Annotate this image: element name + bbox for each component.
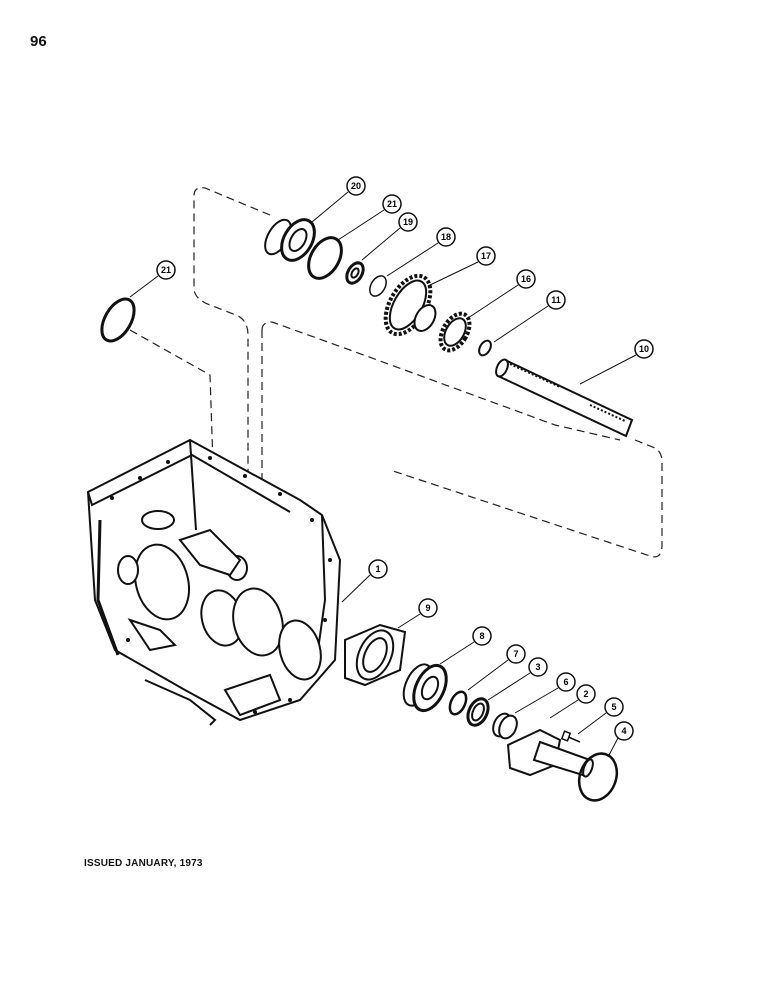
page-number: 96 [30,33,47,50]
bushing-11 [478,339,492,357]
o-ring-4 [577,752,619,802]
svg-text:7: 7 [513,649,518,659]
svg-text:6: 6 [563,677,568,687]
callout-5: 5 [604,697,624,717]
svg-text:18: 18 [441,232,451,242]
callout-6: 6 [556,672,576,692]
bearing-20 [264,218,316,262]
callout-8: 8 [472,626,492,646]
sleeve-6 [492,712,518,740]
callout-leader-lines [129,191,637,758]
callout-bubbles: 20 21 19 18 17 16 [156,176,654,741]
housing-bolt-holes [110,456,332,714]
callout-20: 20 [346,176,366,196]
callout-4: 4 [614,721,634,741]
callout-17: 17 [476,246,496,266]
seal-3 [466,697,490,727]
issue-date: ISSUED JANUARY, 1973 [84,858,203,869]
callout-21-top: 21 [382,194,402,214]
svg-text:8: 8 [479,631,484,641]
shaft-10 [495,358,634,438]
callout-3: 3 [528,657,548,677]
callout-19: 19 [398,212,418,232]
gear-17 [383,273,437,337]
svg-text:11: 11 [551,295,561,305]
svg-text:21: 21 [387,199,397,209]
callout-9: 9 [418,598,438,618]
svg-text:5: 5 [611,702,616,712]
svg-text:17: 17 [481,251,491,261]
svg-text:9: 9 [425,603,430,613]
callout-11: 11 [546,290,566,310]
svg-text:20: 20 [351,181,361,191]
snap-ring-7 [448,690,468,716]
svg-text:1: 1 [375,564,380,574]
callout-7: 7 [506,644,526,664]
svg-text:16: 16 [521,274,531,284]
svg-text:10: 10 [639,344,649,354]
callout-1: 1 [368,559,388,579]
snap-ring-top [307,236,343,280]
gear-16 [438,311,472,353]
transmission-housing [86,438,342,726]
svg-text:21: 21 [161,265,171,275]
output-flange-2 [506,728,594,778]
svg-text:3: 3 [535,662,540,672]
svg-text:19: 19 [403,217,413,227]
callout-21-left: 21 [156,260,176,280]
retainer-9 [344,623,407,687]
svg-text:2: 2 [583,689,588,699]
snap-ring-left [100,297,136,343]
callout-16: 16 [516,269,536,289]
washer-19 [345,261,365,285]
bolt-5 [560,730,581,743]
callout-18: 18 [436,227,456,247]
svg-text:4: 4 [621,726,626,736]
bearing-8 [402,663,448,713]
callout-10: 10 [634,339,654,359]
ring-18 [369,275,387,297]
callout-2: 2 [576,684,596,704]
